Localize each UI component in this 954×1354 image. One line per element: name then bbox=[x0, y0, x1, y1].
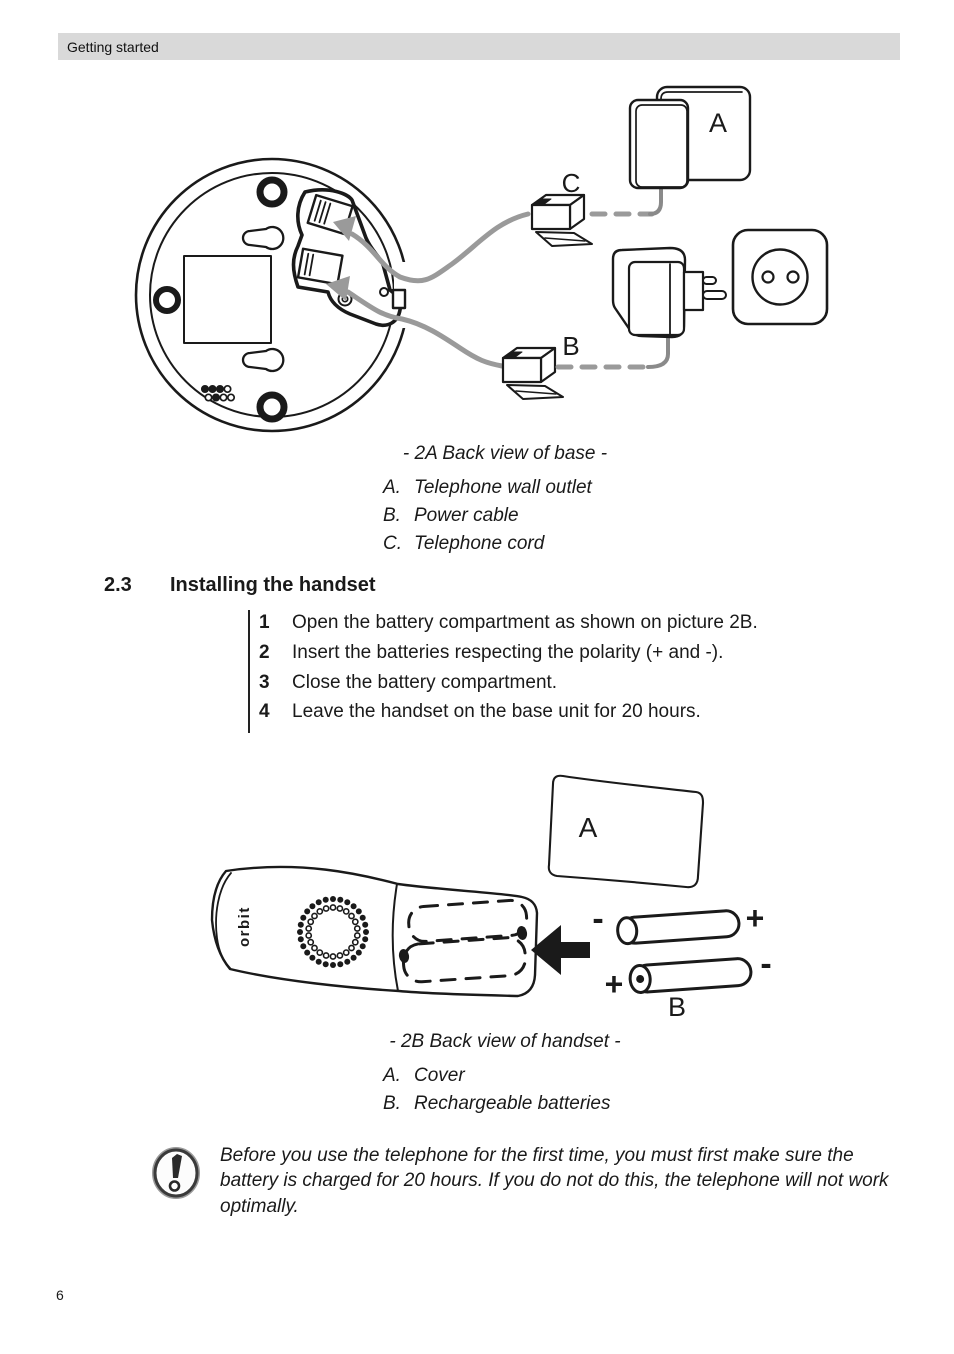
telephone-cord-cable bbox=[349, 211, 531, 284]
step-item: 1 Open the battery compartment as shown … bbox=[259, 612, 758, 633]
arrow-into-jack-icon bbox=[326, 276, 350, 301]
battery-1 bbox=[616, 909, 741, 946]
figure-2b-caption: - 2B Back view of handset - bbox=[389, 1031, 621, 1052]
legend-item: C. Telephone cord bbox=[383, 533, 545, 554]
page-number: 6 bbox=[56, 1287, 64, 1303]
brand-label: orbit bbox=[236, 906, 253, 947]
section-number: 2.3 bbox=[104, 574, 132, 596]
plug-prong bbox=[702, 290, 727, 300]
arrow-into-jack-icon bbox=[333, 216, 356, 241]
power-cable bbox=[345, 289, 505, 369]
figure-2a-diagram: A C B bbox=[134, 85, 829, 433]
step-item: 3 Close the battery compartment. bbox=[259, 671, 558, 693]
keyhole-slot bbox=[241, 225, 285, 251]
plug-prong bbox=[702, 276, 717, 285]
label-a: A bbox=[579, 812, 598, 843]
connector-c bbox=[530, 193, 593, 247]
base-unit bbox=[134, 157, 412, 433]
keyhole-slot bbox=[241, 347, 285, 373]
legend-item: A. Telephone wall outlet bbox=[383, 477, 592, 498]
handset-seam bbox=[391, 883, 399, 992]
wall-outlet-plates bbox=[628, 85, 752, 190]
battery-2 bbox=[628, 957, 753, 994]
label-b: B bbox=[562, 331, 579, 361]
legend-item: A. Cover bbox=[383, 1065, 465, 1086]
figure-2a-caption: - 2A Back view of base - bbox=[402, 443, 608, 464]
cord-to-outlet bbox=[648, 187, 663, 216]
legend-item: B. Rechargeable batteries bbox=[383, 1093, 611, 1114]
step-item: 2 Insert the batteries respecting the po… bbox=[259, 641, 724, 663]
label-c: C bbox=[562, 168, 581, 198]
insert-arrow-icon bbox=[531, 925, 590, 975]
legend-item: B. Power cable bbox=[383, 505, 519, 526]
figure-2b-legend: A. Cover B. Rechargeable batteries bbox=[383, 1065, 610, 1121]
section-heading: 2.3 Installing the handset bbox=[104, 574, 376, 597]
handset: orbit bbox=[210, 865, 539, 998]
figure-2a-legend: A. Telephone wall outlet B. Power cable … bbox=[383, 477, 592, 561]
wall-socket bbox=[731, 228, 829, 326]
power-jack bbox=[296, 247, 344, 286]
screw-hole bbox=[153, 286, 181, 314]
connector-b bbox=[501, 346, 564, 400]
warning-icon bbox=[152, 1147, 200, 1199]
minus-sign: - bbox=[592, 900, 603, 938]
plus-sign: + bbox=[605, 966, 624, 1002]
header-title: Getting started bbox=[67, 38, 159, 55]
section-title: Installing the handset bbox=[170, 574, 376, 596]
label-a: A bbox=[709, 108, 727, 138]
power-adapter bbox=[611, 246, 727, 339]
label-plate bbox=[183, 255, 272, 344]
plus-sign: + bbox=[746, 900, 765, 936]
step-item: 4 Leave the handset on the base unit for… bbox=[259, 701, 701, 723]
minus-sign: - bbox=[760, 945, 771, 983]
battery-cover bbox=[547, 774, 705, 889]
vent-dots bbox=[200, 384, 236, 402]
battery-compartment bbox=[401, 898, 529, 984]
speaker-grille bbox=[297, 896, 369, 968]
cord-to-adapter bbox=[646, 336, 670, 369]
screw-hole bbox=[256, 176, 288, 208]
label-b: B bbox=[668, 992, 686, 1022]
header-bar: Getting started bbox=[58, 33, 900, 60]
figure-2b-diagram: A orbit - + + - B bbox=[210, 774, 772, 1022]
screw-hole bbox=[256, 391, 288, 423]
note-text: Before you use the telephone for the fir… bbox=[220, 1145, 889, 1217]
steps-list: 1 Open the battery compartment as shown … bbox=[248, 610, 850, 734]
